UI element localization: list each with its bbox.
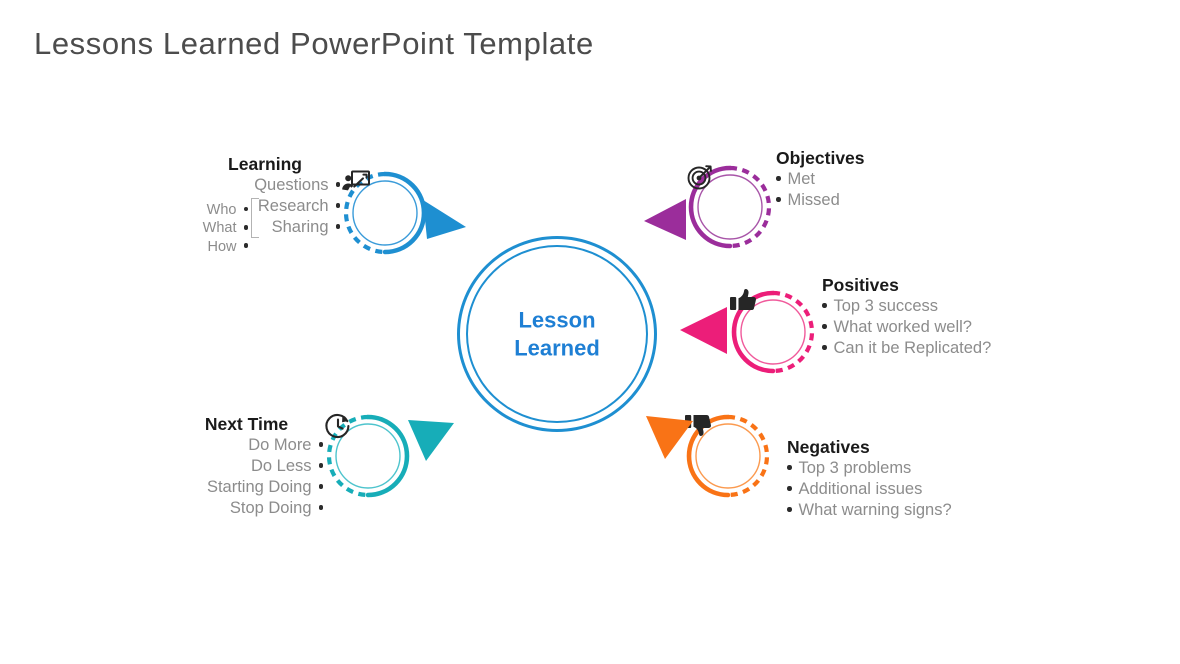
nexttime-bullet-list: Do More Do Less Starting Doing Stop Doin…	[170, 435, 323, 519]
bullet-dot	[318, 442, 323, 447]
list-item: Missed	[776, 190, 865, 211]
center-hub-outer-ring	[457, 236, 657, 432]
bullet-dot	[318, 463, 323, 468]
positives-circle	[729, 288, 817, 376]
bullet-dot	[243, 225, 248, 230]
presentation-teacher-icon	[341, 169, 429, 257]
list-item: Stop Doing	[170, 498, 323, 519]
objectives-arrow-icon	[640, 193, 698, 251]
bullet-dot	[822, 324, 827, 329]
bullet-dot	[822, 345, 827, 350]
positives-text-block: Positives Top 3 success What worked well…	[822, 275, 991, 359]
list-item: Who	[182, 201, 248, 219]
negatives-heading: Negatives	[787, 437, 870, 457]
center-hub-label: Lesson Learned	[514, 307, 600, 361]
bullet-dot	[776, 197, 781, 202]
list-item: Questions	[190, 175, 340, 196]
list-item: How	[182, 238, 248, 256]
bullet-dot	[787, 486, 792, 491]
negatives-text-block: Negatives Top 3 problems Additional issu…	[787, 437, 952, 521]
bullet-dot	[776, 176, 781, 181]
learning-text-block: Learning Questions Research Sharing	[190, 154, 340, 238]
learning-arrow-icon	[419, 195, 477, 253]
bullet-dot	[822, 303, 827, 308]
list-item: Research	[190, 196, 340, 217]
list-item: Do Less	[170, 456, 323, 477]
clock-refresh-icon	[324, 412, 412, 500]
positives-bullet-list: Top 3 success What worked well? Can it b…	[822, 296, 991, 359]
list-item: What worked well?	[822, 317, 991, 338]
list-item: Top 3 success	[822, 296, 991, 317]
bullet-dot	[335, 224, 340, 229]
bullet-dot	[335, 182, 340, 187]
target-dartboard-icon	[686, 163, 774, 251]
nexttime-text-block: Next Time Do More Do Less Starting Doing…	[170, 414, 323, 519]
nexttime-circle	[324, 412, 412, 500]
bullet-dot	[318, 505, 323, 510]
learning-subgroup-list: Who What How	[182, 201, 248, 256]
nexttime-arrow-icon	[404, 415, 462, 473]
thumbs-up-icon	[729, 288, 817, 376]
list-item: Sharing	[190, 217, 340, 238]
center-hub-inner-ring	[466, 245, 648, 423]
page-title: Lessons Learned PowerPoint Template	[34, 26, 594, 61]
list-item: Can it be Replicated?	[822, 338, 991, 359]
list-item: Met	[776, 169, 865, 190]
center-hub[interactable]: Lesson Learned	[457, 236, 657, 432]
positives-heading: Positives	[822, 275, 899, 295]
bullet-dot	[787, 465, 792, 470]
list-item: Do More	[170, 435, 323, 456]
objectives-bullet-list: Met Missed	[776, 169, 865, 211]
learning-bullet-list: Questions Research Sharing	[190, 175, 340, 238]
bullet-dot	[787, 507, 792, 512]
learning-subgroup-bracket	[251, 198, 259, 238]
nexttime-heading: Next Time	[204, 414, 289, 434]
objectives-text-block: Objectives Met Missed	[776, 148, 865, 211]
list-item: What	[182, 219, 248, 237]
positives-arrow-icon	[677, 304, 735, 362]
negatives-bullet-list: Top 3 problems Additional issues What wa…	[787, 458, 952, 521]
negatives-arrow-icon	[643, 413, 701, 471]
learning-heading: Learning	[228, 154, 302, 174]
list-item: Top 3 problems	[787, 458, 952, 479]
learning-circle	[341, 169, 429, 257]
objectives-circle	[686, 163, 774, 251]
bullet-dot	[335, 203, 340, 208]
bullet-dot	[318, 484, 323, 489]
list-item: Additional issues	[787, 479, 952, 500]
objectives-heading: Objectives	[776, 148, 865, 168]
list-item: Starting Doing	[170, 477, 323, 498]
list-item: What warning signs?	[787, 500, 952, 521]
bullet-dot	[243, 206, 248, 212]
bullet-dot	[243, 243, 248, 248]
